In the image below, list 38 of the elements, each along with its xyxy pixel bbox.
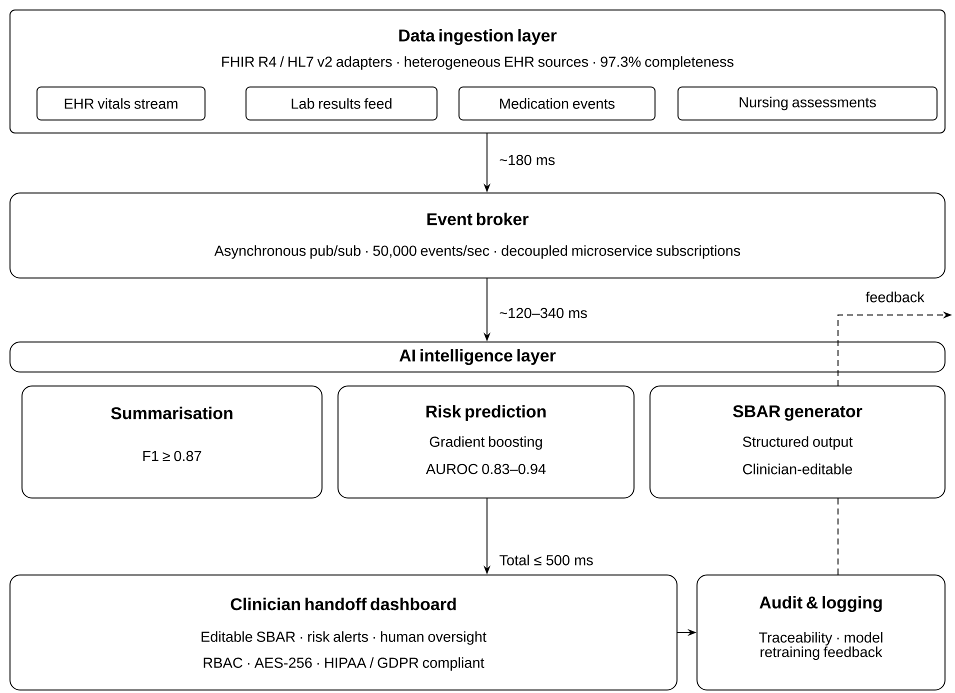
module-box xyxy=(696,574,946,690)
source-box xyxy=(458,86,656,120)
edge-label: Total ≤ 500 ms xyxy=(498,554,594,566)
layer-box xyxy=(10,342,946,372)
box-title: AI intelligence layer xyxy=(399,349,556,365)
module-box xyxy=(338,386,634,498)
box-text: Asynchronous pub/sub · 50,000 events/sec · decoupled microservice subscriptions xyxy=(214,245,740,259)
box-text: Medication events xyxy=(500,98,615,109)
box-title: Summarisation xyxy=(111,406,232,420)
module-box xyxy=(650,386,946,498)
box-text: FHIR R4 / HL7 v2 adapters · heterogeneous EHR sources · 97.3% completeness xyxy=(222,56,734,70)
box-text: F1 ≥ 0.87 xyxy=(143,450,202,462)
box-title: Audit & logging xyxy=(760,596,882,612)
box-title: Data ingestion layer xyxy=(399,29,557,45)
box-text: Traceability · model retraining feedback xyxy=(759,632,882,660)
box-text: EHR vitals stream xyxy=(64,98,178,109)
edge-label: ~180 ms xyxy=(498,154,556,166)
box-text: Structured output xyxy=(742,436,853,450)
box-text: Nursing assessments xyxy=(740,96,876,110)
source-box xyxy=(678,86,938,120)
source-box xyxy=(246,86,438,120)
box-title: Event broker xyxy=(427,212,528,226)
module-box xyxy=(22,386,322,498)
source-box xyxy=(36,86,206,120)
box-text: Gradient boosting xyxy=(430,436,542,450)
box-title: Risk prediction xyxy=(426,405,546,421)
box-text: RBAC · AES-256 · HIPAA / GDPR compliant xyxy=(204,657,484,671)
box-text: Lab results feed xyxy=(292,98,392,109)
box-text: Clinician-editable xyxy=(743,464,852,474)
box-title: SBAR generator xyxy=(733,405,862,421)
module-box xyxy=(10,574,678,690)
box-text: Editable SBAR · risk alerts · human oversight xyxy=(202,631,486,645)
box-text: AUROC 0.83–0.94 xyxy=(426,464,546,474)
box-title: Clinician handoff dashboard xyxy=(230,598,456,610)
layer-box xyxy=(10,192,946,278)
edge-label: ~120–340 ms xyxy=(498,306,588,320)
layer-box xyxy=(10,10,946,134)
edge-label: feedback xyxy=(864,290,926,304)
